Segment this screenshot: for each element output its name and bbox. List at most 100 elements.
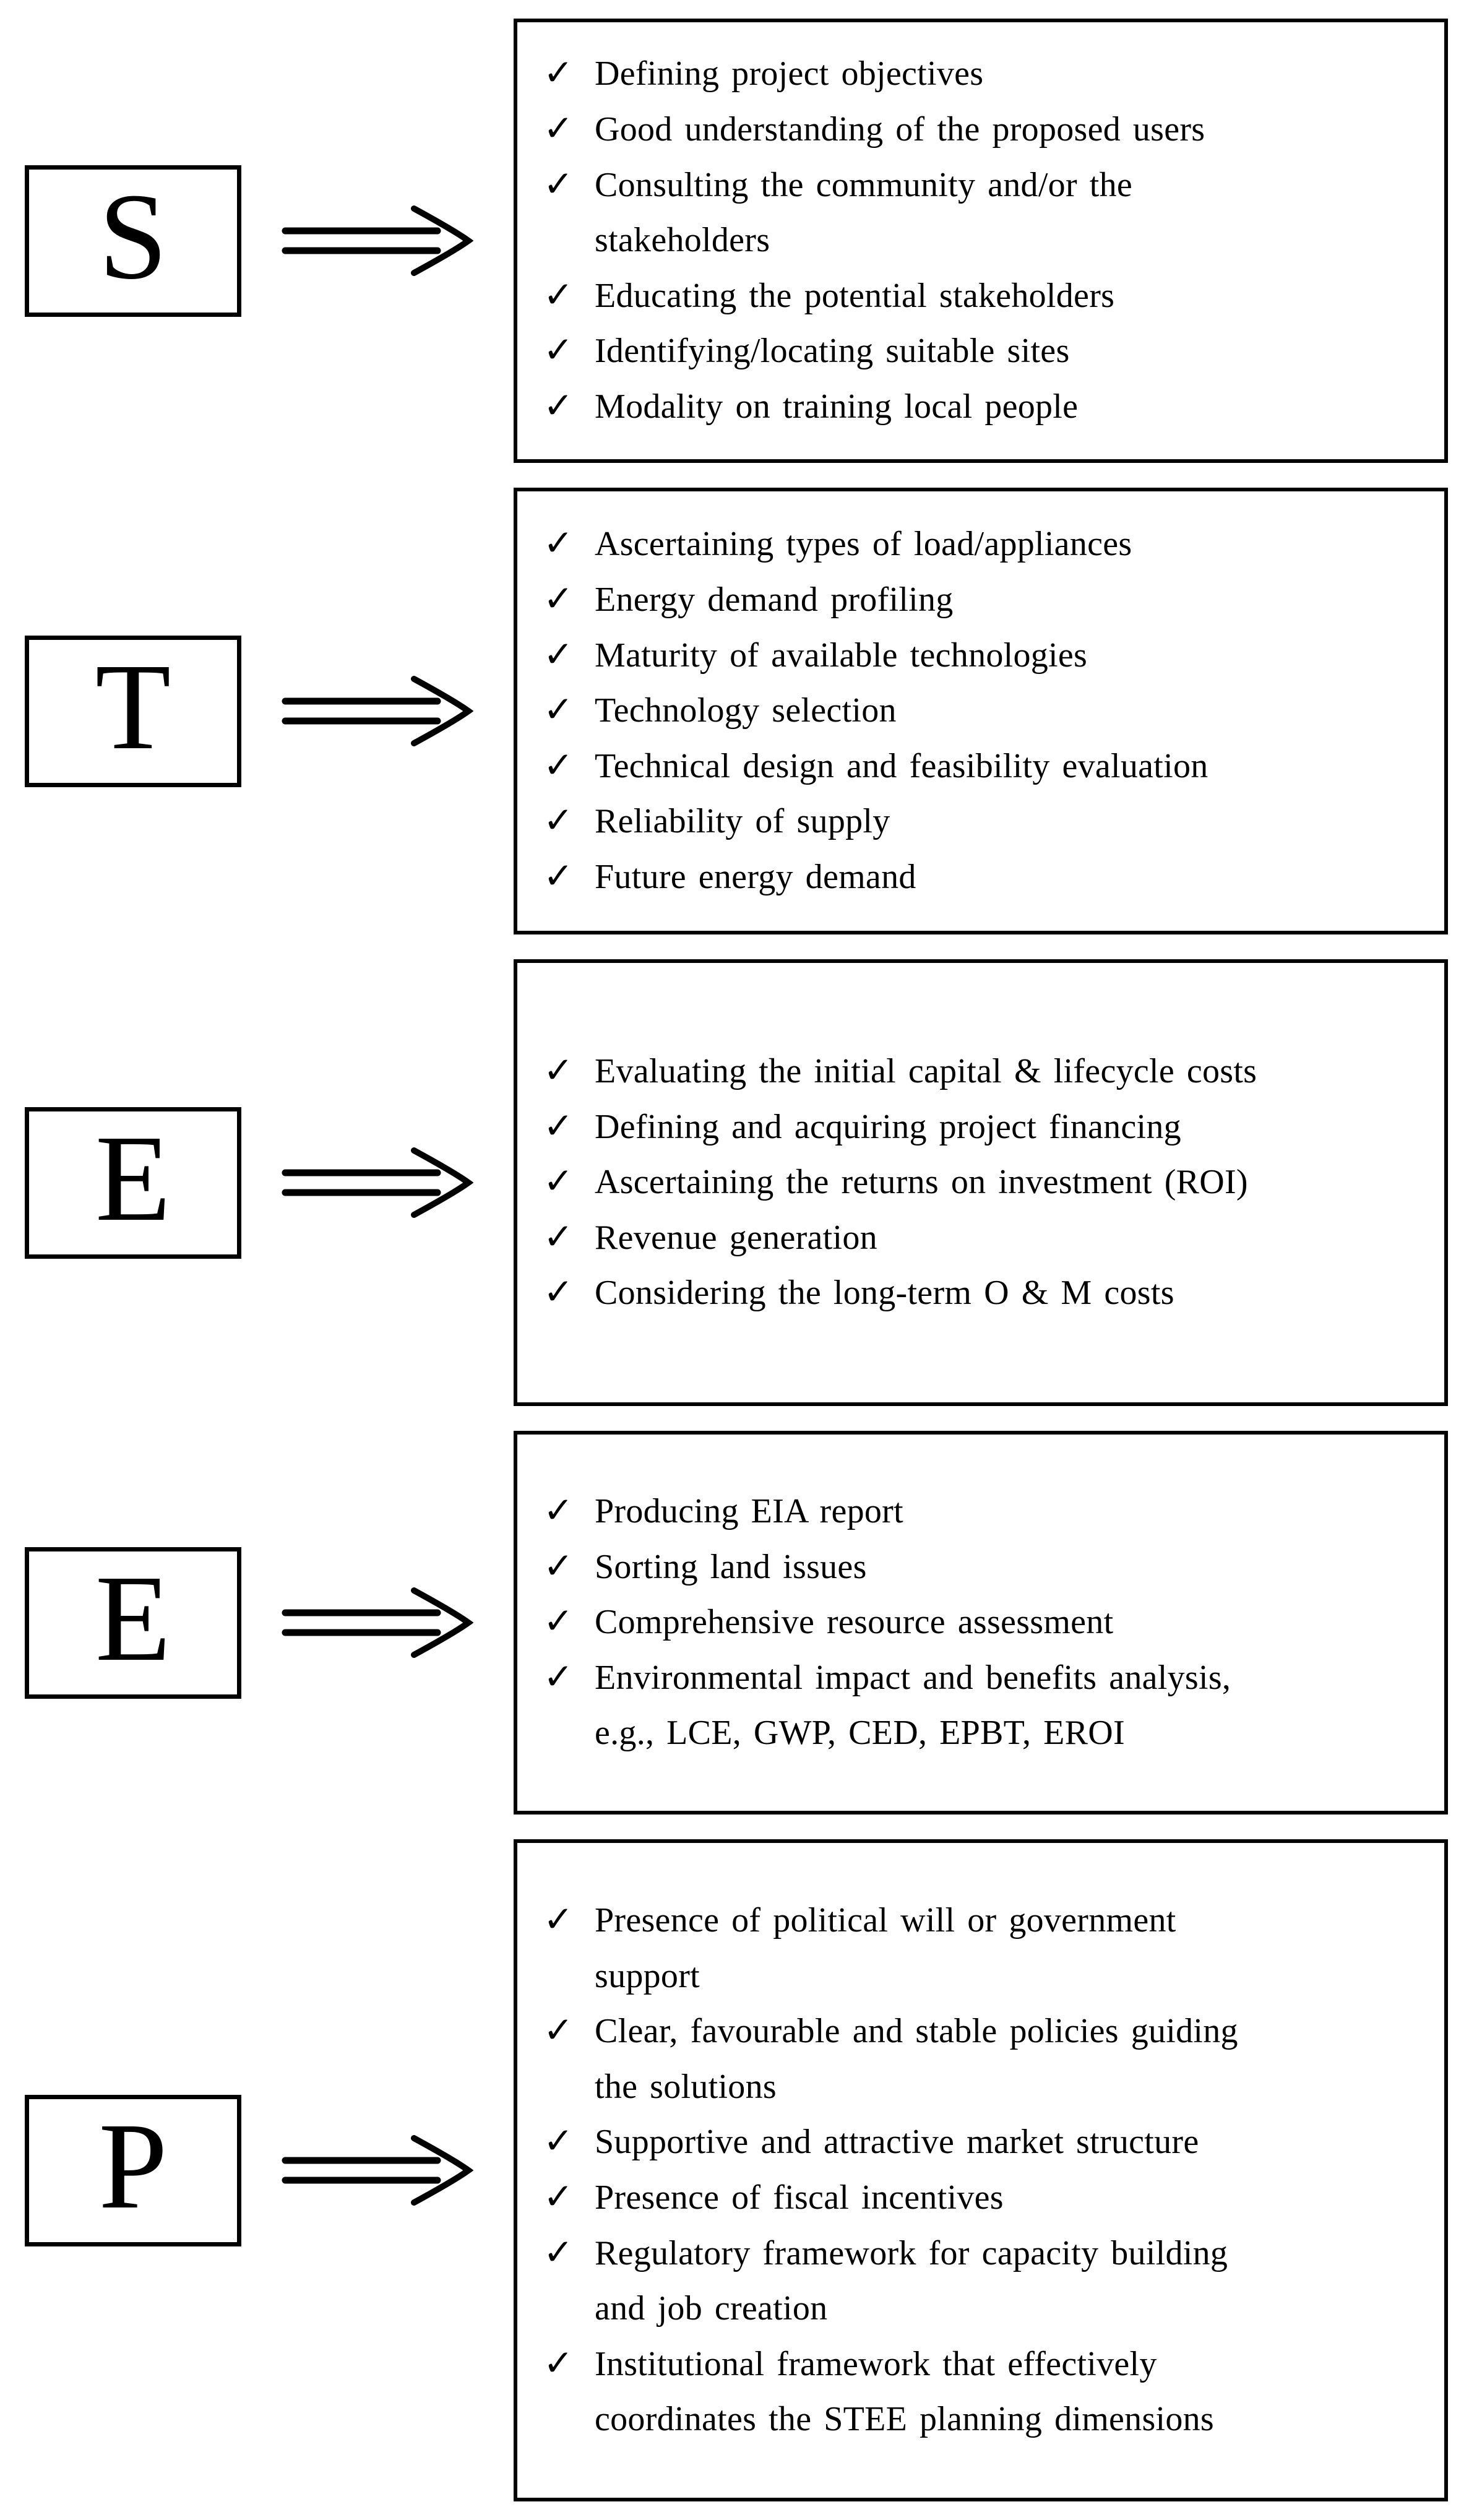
checklist-item-line: support [595,1956,700,1995]
checklist-item-line: the solutions [595,2067,777,2106]
checklist-item-line: Clear, favourable and stable policies gu… [595,2012,1238,2051]
row-social: S ✓ Defining project objectives ✓ Good u… [25,19,1448,463]
checklist-item-line: coordinates the STEE planning dimensions [595,2400,1214,2439]
checklist-item: ✓ Modality on training local people [517,379,1426,435]
checkmark-icon: ✓ [543,632,574,675]
checklist-item-line: Defining and acquiring project financing [595,1107,1181,1146]
checkmark-icon: ✓ [543,2230,574,2273]
checklist-item: ✓ Educating the potential stakeholders [517,269,1426,324]
checkmark-icon: ✓ [543,2341,574,2384]
checklist-item: ✓ Environmental impact and benefits anal… [517,1651,1426,1761]
checkmark-icon: ✓ [543,1544,574,1587]
checklist-item: ✓ Evaluating the initial capital & lifec… [517,1044,1426,1100]
checkmark-icon: ✓ [543,329,574,371]
checkmark-icon: ✓ [543,1600,574,1642]
checklist-item-line: Evaluating the initial capital & lifecyc… [595,1052,1257,1091]
checklist-item-line: Regulatory framework for capacity buildi… [595,2233,1228,2272]
double-arrow-icon [241,1586,514,1660]
checklist-item-line: Modality on training local people [595,387,1079,426]
checklist-box-environmental: ✓ Producing EIA report ✓ Sorting land is… [514,1431,1448,1814]
checklist-item: ✓ Presence of political will or governme… [517,1893,1426,2004]
checklist-box-technical: ✓ Ascertaining types of load/appliances … [514,488,1448,934]
row-economic: E ✓ Evaluating the initial capital & lif… [25,959,1448,1406]
double-arrow-icon [241,2133,514,2207]
checkmark-icon: ✓ [543,2175,574,2217]
checkmark-icon: ✓ [543,51,574,94]
letter-label: S [98,168,168,305]
row-political: P ✓ Presence of political will or govern… [25,1839,1448,2501]
checklist-item: ✓ Revenue generation [517,1210,1426,1266]
checklist-item-line: Energy demand profiling [595,580,954,619]
checkmark-icon: ✓ [543,577,574,620]
checklist-item: ✓ Good understanding of the proposed use… [517,102,1426,158]
checkmark-icon: ✓ [543,273,574,316]
checklist-item: ✓ Institutional framework that effective… [517,2337,1426,2448]
row-environmental: E ✓ Producing EIA report ✓ Sorting land … [25,1431,1448,1814]
checkmark-icon: ✓ [543,1489,574,1532]
letter-box-environmental: E [25,1547,241,1699]
row-technical: T ✓ Ascertaining types of load/appliance… [25,488,1448,934]
checklist-item: ✓ Technology selection [517,683,1426,739]
checklist-item: ✓ Energy demand profiling [517,572,1426,628]
checkmark-icon: ✓ [543,2009,574,2052]
checklist-item-line: Technical design and feasibility evaluat… [595,746,1208,785]
checklist-item-line: Sorting land issues [595,1547,867,1586]
checklist-item: ✓ Ascertaining types of load/appliances [517,517,1426,572]
checklist-item-line: Good understanding of the proposed users [595,110,1205,149]
checkmark-icon: ✓ [543,1898,574,1941]
checklist-item-line: and job creation [595,2289,828,2328]
letter-label: T [95,639,171,775]
checklist-item: ✓ Technical design and feasibility evalu… [517,739,1426,795]
checkmark-icon: ✓ [543,107,574,150]
checkmark-icon: ✓ [543,522,574,564]
letter-box-technical: T [25,635,241,787]
checklist-item-line: Supportive and attractive market structu… [595,2123,1199,2162]
checkmark-icon: ✓ [543,688,574,731]
checkmark-icon: ✓ [543,162,574,205]
letter-label: E [95,1110,171,1247]
letter-box-political: P [25,2094,241,2246]
checklist-item: ✓ Ascertaining the returns on investment… [517,1155,1426,1210]
checklist-item: ✓ Clear, favourable and stable policies … [517,2004,1426,2115]
checkmark-icon: ✓ [543,1049,574,1092]
checklist-item-line: Environmental impact and benefits analys… [595,1658,1231,1697]
checklist-item: ✓ Considering the long-term O & M costs [517,1266,1426,1321]
checklist-item-line: Institutional framework that effectively [595,2344,1157,2383]
checkmark-icon: ✓ [543,1655,574,1698]
checklist-item-line: Producing EIA report [595,1492,903,1531]
checklist-item: ✓ Comprehensive resource assessment [517,1595,1426,1651]
checklist-item-line: Ascertaining types of load/appliances [595,525,1132,564]
letter-label: E [95,1550,171,1687]
checklist-box-economic: ✓ Evaluating the initial capital & lifec… [514,959,1448,1406]
checklist-item: ✓ Defining project objectives [517,46,1426,102]
checklist-item: ✓ Future energy demand [517,850,1426,905]
checklist-item: ✓ Regulatory framework for capacity buil… [517,2226,1426,2337]
checklist-item-line: Ascertaining the returns on investment (… [595,1163,1248,1202]
checklist-item-line: Consulting the community and/or the [595,165,1133,204]
checklist-item-line: Technology selection [595,691,897,730]
double-arrow-icon [241,1146,514,1220]
double-arrow-icon [241,204,514,278]
checklist-item-line: Presence of fiscal incentives [595,2178,1004,2217]
checklist-item-line: Comprehensive resource assessment [595,1603,1114,1642]
checklist-item-line: stakeholders [595,221,770,260]
double-arrow-icon [241,674,514,748]
checklist-item: ✓ Reliability of supply [517,794,1426,850]
checklist-item: ✓ Maturity of available technologies [517,628,1426,684]
checklist-item-line: Defining project objectives [595,54,984,93]
checklist-item-line: e.g., LCE, GWP, CED, EPBT, EROI [595,1714,1125,1753]
checkmark-icon: ✓ [543,2120,574,2162]
checklist-item-line: Educating the potential stakeholders [595,276,1115,315]
checklist-item-line: Maturity of available technologies [595,636,1088,675]
checklist-item: ✓ Sorting land issues [517,1540,1426,1595]
checklist-box-social: ✓ Defining project objectives ✓ Good und… [514,19,1448,463]
checkmark-icon: ✓ [543,1104,574,1147]
checklist-item-line: Identifying/locating suitable sites [595,332,1070,371]
checklist-item-line: Reliability of supply [595,802,890,841]
checklist-item-line: Revenue generation [595,1218,877,1257]
checkmark-icon: ✓ [543,1160,574,1202]
checkmark-icon: ✓ [543,1271,574,1313]
letter-box-economic: E [25,1107,241,1259]
checklist-item: ✓ Producing EIA report [517,1484,1426,1540]
